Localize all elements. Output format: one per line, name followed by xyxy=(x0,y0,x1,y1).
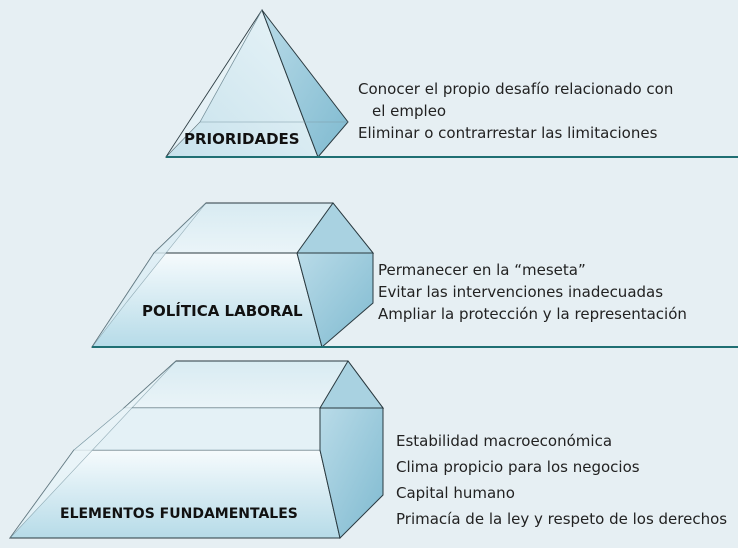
tier-politica-items: Permanecer en la “meseta” Evitar las int… xyxy=(378,259,687,325)
tier-elementos-items: Estabilidad macroeconómica Clima propici… xyxy=(396,428,727,532)
list-item: Capital humano xyxy=(396,484,515,502)
tier-politica-shape xyxy=(91,202,375,348)
list-item: Permanecer en la “meseta” xyxy=(378,261,586,279)
tier-prioridades-items: Conocer el propio desafío relacionado co… xyxy=(358,78,673,144)
tier-elementos-shape xyxy=(9,360,384,539)
list-item: Estabilidad macroeconómica xyxy=(396,432,613,450)
list-item: Conocer el propio desafío relacionado co… xyxy=(358,80,674,98)
list-item: Primacía de la ley y respeto de los dere… xyxy=(396,510,728,528)
list-item: Ampliar la protección y la representació… xyxy=(378,305,687,323)
tier-prioridades-label: PRIORIDADES xyxy=(184,130,300,148)
tier-politica-label: POLÍTICA LABORAL xyxy=(142,302,303,320)
tier-elementos-label: ELEMENTOS FUNDAMENTALES xyxy=(60,506,298,522)
list-item: Clima propicio para los negocios xyxy=(396,458,640,476)
list-item: el empleo xyxy=(372,102,447,120)
tier-prioridades-shape xyxy=(165,8,349,158)
list-item: Eliminar o contrarrestar las limitacione… xyxy=(358,124,658,142)
list-item: Evitar las intervenciones inadecuadas xyxy=(378,283,664,301)
